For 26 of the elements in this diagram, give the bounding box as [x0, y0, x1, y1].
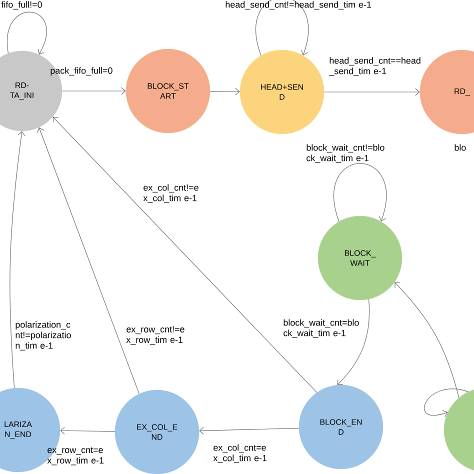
edge-label: ex_row_cnt!=e x_row_tim e-1	[126, 326, 184, 345]
arrow	[334, 163, 386, 222]
edge-label: head_send_cnt==head _send_tim e-1	[329, 57, 420, 76]
arrow	[60, 426, 116, 434]
arrow	[199, 426, 300, 435]
arrow	[424, 388, 468, 418]
arrow	[62, 87, 126, 95]
edge-label: block_wait_cnt=blo ck_wait_tim e-1	[284, 319, 359, 338]
arrow	[10, 131, 26, 388]
edge-label: head_send_cnt!=head_send_tim e-1	[226, 1, 372, 10]
edge-label: block_wait_cnt!=blo ck_wait_tim e-1	[306, 144, 384, 163]
arrow	[324, 88, 420, 96]
edge-label: polarization_c nt!=polarizatio n_tim e-1	[16, 321, 71, 350]
edge-label: fifo_full!=0	[1, 1, 42, 10]
note-text: blo	[454, 144, 466, 151]
state-circle	[444, 388, 474, 472]
edge-label: pack_fifo_full=0	[50, 67, 112, 76]
arrow	[256, 0, 308, 56]
arrow	[394, 282, 460, 398]
edge-label: ex_col_cnt=e x_col_tim e-1	[213, 444, 267, 463]
arrow	[210, 88, 240, 96]
arrow	[36, 127, 140, 394]
arrow	[337, 298, 370, 386]
arrow	[52, 116, 318, 393]
arrow	[6, 12, 47, 55]
edge-label: ex_col_cnt!=e x_col_tim e-1	[143, 184, 198, 203]
